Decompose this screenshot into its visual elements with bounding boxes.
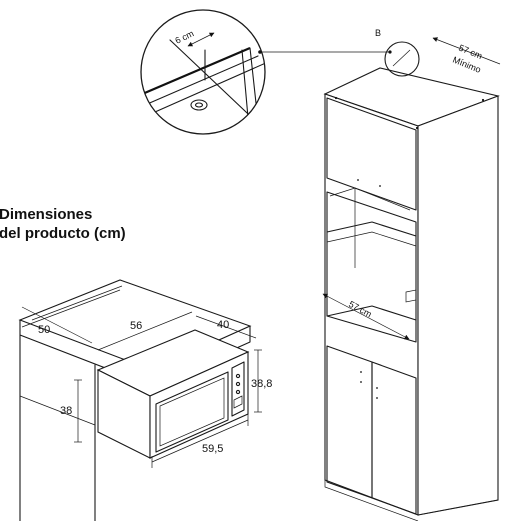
microwave-height-label: 38,8 [251,378,272,390]
microwave-width-label: 56 [130,320,142,332]
title-line-2: del producto (cm) [0,225,126,242]
point-b-label: B [375,28,381,38]
niche-depth-label: 50 [38,324,50,336]
detail-point-b-circle [384,41,420,77]
title-line-1: Dimensiones [0,206,92,223]
niche-assembly: 50 56 40 38,8 38 59,5 [18,279,272,521]
microwave-depth-label: 40 [217,319,229,331]
niche-width-label: 59,5 [202,443,223,455]
tall-cabinet: B 57 cm Mínimo 57 cm [322,28,501,521]
niche-height-label: 38 [60,405,72,417]
detail-gap-label: 6 cm [173,28,195,46]
